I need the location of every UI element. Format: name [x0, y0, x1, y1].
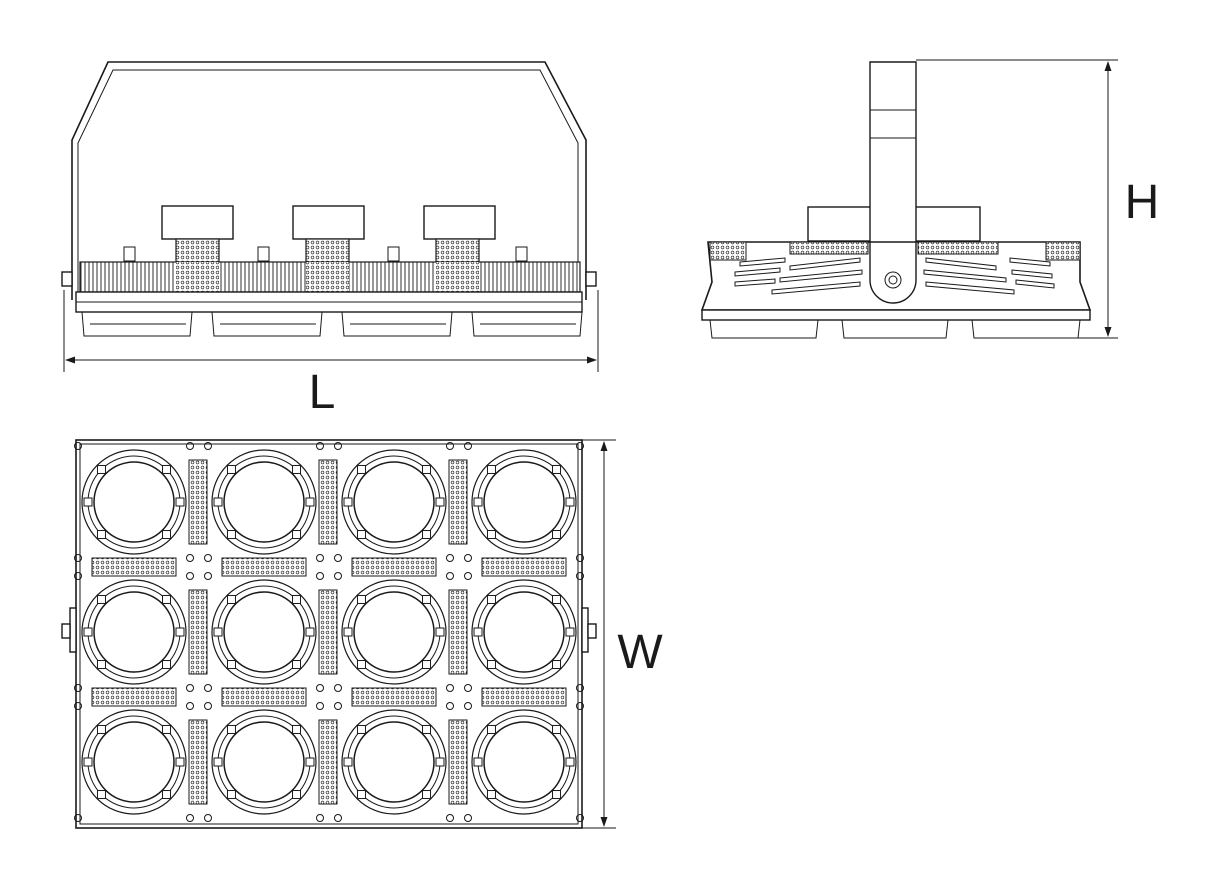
mounting-bracket [71, 61, 587, 300]
lens-module [74, 442, 194, 562]
width-label: W [617, 626, 663, 679]
driver-box-2 [292, 205, 365, 240]
lens-module [334, 702, 454, 822]
lens-module [74, 702, 194, 822]
height-label: H [1125, 176, 1160, 229]
front-view [61, 61, 597, 337]
lens-module [74, 572, 194, 692]
lens-module [464, 442, 584, 562]
lens-module-grid [74, 442, 584, 822]
lens-module [334, 442, 454, 562]
side-lens-row [709, 319, 1081, 339]
width-dimension: W [582, 439, 663, 829]
lens-module [464, 702, 584, 822]
bracket-arm [869, 61, 917, 304]
height-dimension: H [916, 59, 1160, 339]
lens-module [334, 572, 454, 692]
length-label: L [309, 366, 336, 419]
top-view [61, 439, 597, 829]
length-dimension: L [63, 290, 599, 419]
lens-module [204, 572, 324, 692]
lens-module [204, 702, 324, 822]
driver-box-3 [423, 205, 496, 240]
lens-module [464, 572, 584, 692]
side-view [700, 61, 1092, 339]
front-lens-row [81, 311, 583, 337]
driver-box-1 [161, 205, 234, 240]
lens-module [204, 442, 324, 562]
